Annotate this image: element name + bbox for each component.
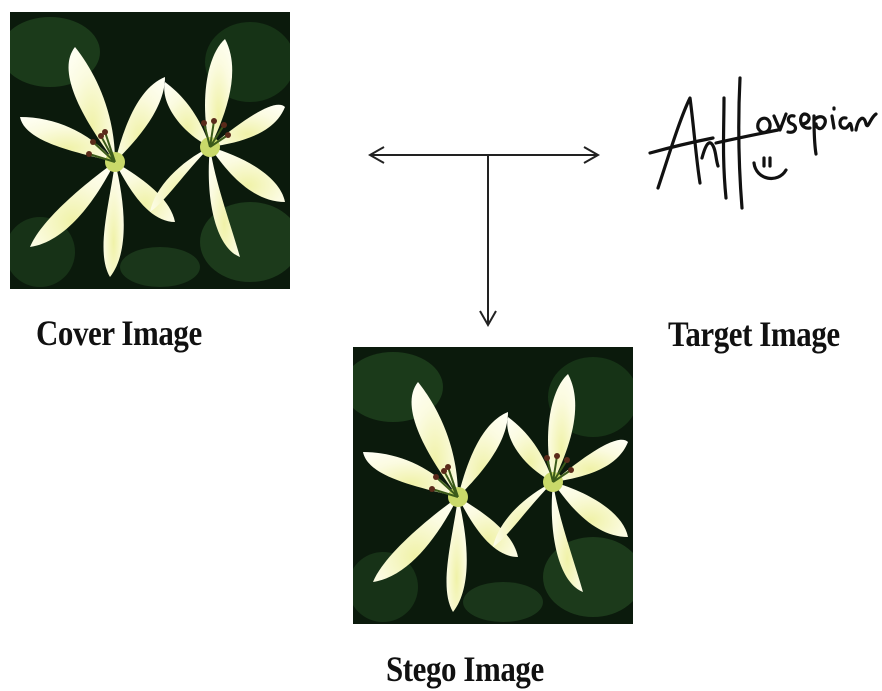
lily-flowers-picture	[10, 12, 290, 289]
stego-image	[353, 347, 633, 624]
arrowhead-down	[480, 311, 496, 325]
target-image-caption: Target Image	[668, 313, 840, 355]
handwritten-signature	[628, 58, 882, 228]
cover-image-caption: Cover Image	[36, 312, 202, 354]
cover-image	[10, 12, 290, 289]
arrowhead-left	[370, 147, 384, 163]
arrowhead-right	[584, 147, 598, 163]
target-image	[628, 58, 882, 228]
stego-image-caption: Stego Image	[386, 648, 544, 690]
lily-flowers-picture	[353, 347, 633, 624]
